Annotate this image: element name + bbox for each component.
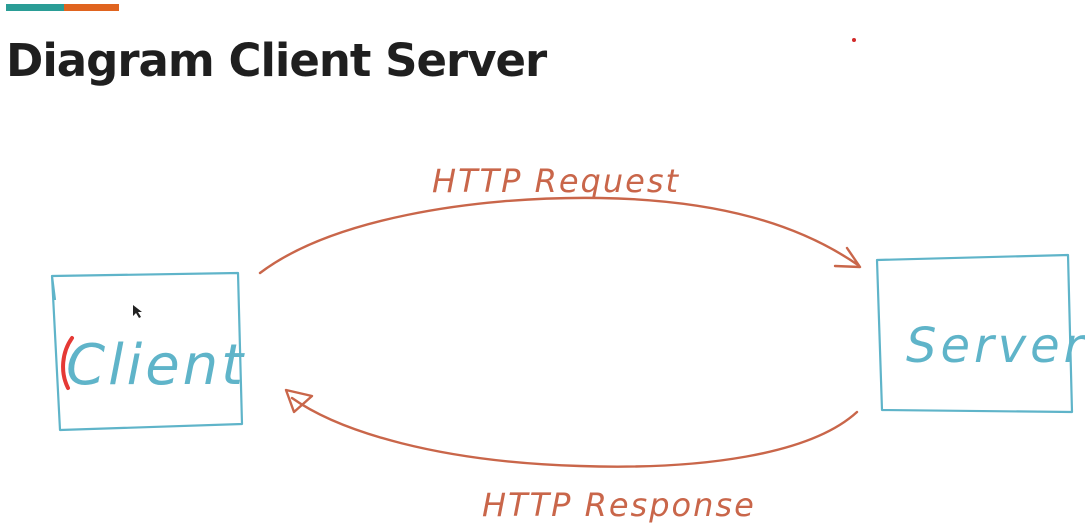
response-arrowhead-icon <box>284 388 314 414</box>
client-label: Client <box>66 333 246 398</box>
accent-bar-teal <box>6 4 64 11</box>
request-arrow <box>258 196 860 275</box>
client-box <box>50 271 244 432</box>
pen-mark <box>61 336 74 390</box>
response-arrow <box>290 396 859 468</box>
mouse-cursor-icon <box>133 305 142 318</box>
accent-bar-orange <box>64 4 119 11</box>
response-label: HTTP Response <box>482 486 756 524</box>
server-label: Server <box>906 318 1085 374</box>
request-label: HTTP Request <box>432 162 680 200</box>
page-title: Diagram Client Server <box>6 34 547 87</box>
server-box <box>875 253 1074 414</box>
annotation-dot <box>852 38 856 42</box>
request-arrowhead-icon <box>833 246 862 269</box>
